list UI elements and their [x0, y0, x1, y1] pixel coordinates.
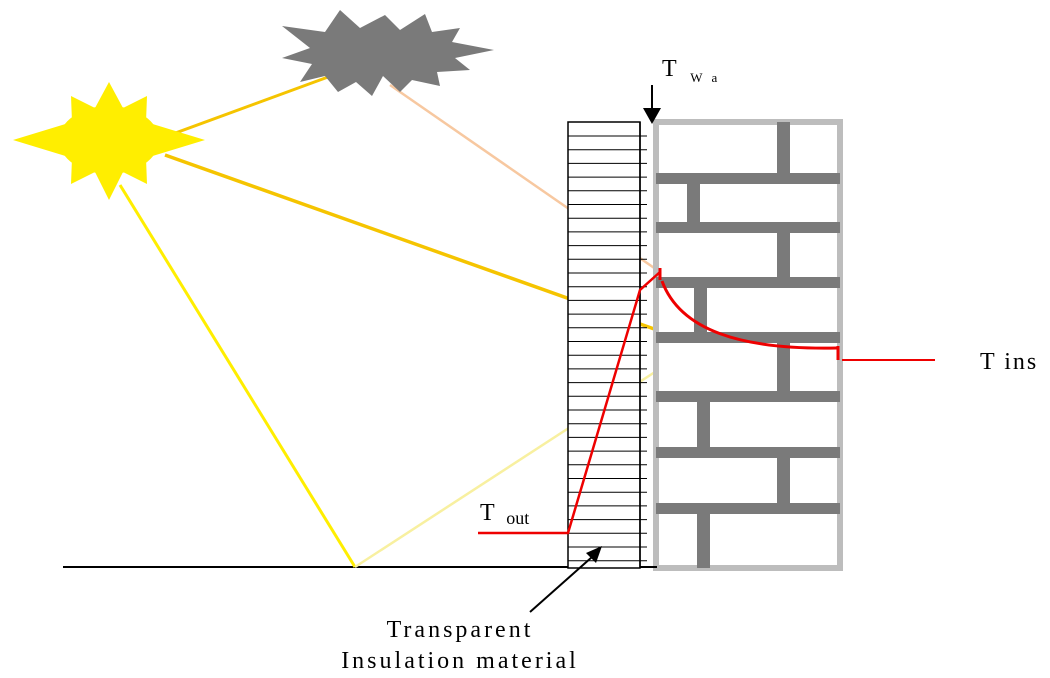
t-wall-label-sub: W a — [690, 70, 720, 85]
mortar-joint — [687, 182, 700, 224]
t-out-label: T out — [480, 500, 529, 528]
caption-line-2: Insulation material — [341, 648, 579, 674]
insulation-layers — [568, 135, 647, 562]
mortar-course — [656, 332, 840, 343]
mortar-course — [656, 503, 840, 514]
mortar-joint — [777, 231, 790, 279]
mortar-course — [656, 277, 840, 288]
mortar-courses — [656, 173, 840, 514]
sun-disc — [59, 106, 159, 174]
transparent-insulation — [567, 121, 657, 569]
insulation-panel — [567, 121, 641, 569]
brick-wall-frame — [653, 119, 843, 571]
caption-arrow-shaft — [529, 556, 593, 613]
mortar-joint — [777, 341, 790, 393]
mortar-course — [656, 173, 840, 184]
temperature-outside-segment — [478, 271, 661, 535]
brick-wall — [653, 119, 843, 571]
t-ins-label: T ins — [980, 349, 1038, 375]
caption-arrowhead — [586, 546, 602, 563]
mortar-joint — [697, 400, 710, 449]
mortar-joint — [697, 512, 710, 568]
sun-icon — [13, 82, 205, 200]
mortar-joint — [777, 456, 790, 505]
arrows — [529, 85, 661, 613]
caption-line-1: Transparent — [387, 617, 534, 643]
temperature-profile — [478, 268, 935, 535]
temperature-wall-curve — [660, 280, 838, 350]
mortar-joint — [777, 122, 790, 175]
cloud-icon — [282, 10, 494, 96]
t-out-label-sub: out — [506, 508, 529, 528]
t-wall-label: T W a — [662, 56, 720, 85]
ray-sun-to-ground — [118, 184, 357, 568]
t-out-label-main: T — [480, 500, 496, 526]
t-wall-arrowhead — [643, 108, 661, 124]
mortar-course — [656, 447, 840, 458]
mortar-course — [656, 391, 840, 402]
t-wall-label-main: T — [662, 56, 678, 82]
mortar-joints — [687, 122, 790, 568]
mortar-course — [656, 222, 840, 233]
